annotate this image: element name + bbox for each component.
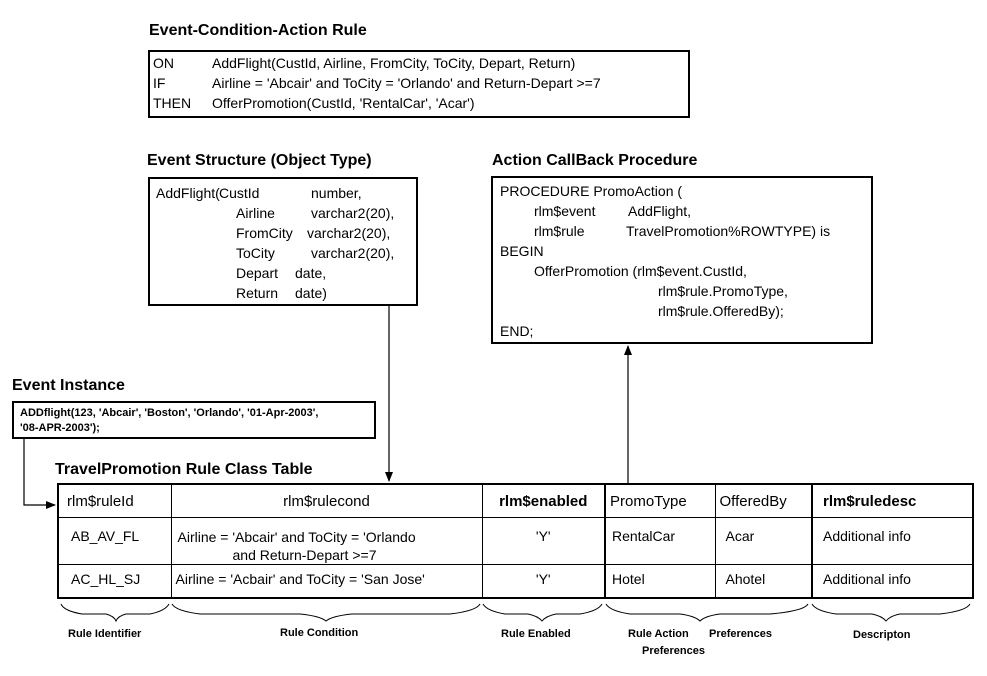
cell-offeredby: Acar [714, 517, 813, 565]
rule-class-table: rlm$ruleId rlm$rulecond rlm$enabled Prom… [57, 483, 974, 599]
label-rule-identifier: Rule Identifier [68, 628, 142, 640]
cell-rulecond-line2: and Return-Depart >=7 [232, 547, 377, 563]
eca-on-text: AddFlight(CustId, Airline, FromCity, ToC… [212, 55, 576, 71]
cell-promotype: RentalCar [604, 517, 716, 565]
action-procedure-box: PROCEDURE PromoAction ( rlm$event AddFli… [491, 176, 873, 344]
field-type: varchar2(20), [311, 245, 395, 261]
eca-heading: Event-Condition-Action Rule [149, 22, 367, 39]
action-heading: Action CallBack Procedure [492, 152, 698, 169]
event-structure-heading: Event Structure (Object Type) [147, 152, 372, 169]
field-type: varchar2(20), [307, 225, 391, 241]
proc-line: AddFlight, [628, 203, 692, 219]
brace-rule-enabled [482, 603, 603, 622]
brace-description [811, 603, 971, 622]
brace-rule-action [605, 603, 809, 622]
col-header-rulecond: rlm$rulecond [170, 483, 483, 518]
event-instance-line2: '08-APR-2003'); [20, 422, 100, 434]
cell-ruledesc: Additional info [811, 517, 974, 565]
proc-line: rlm$rule.PromoType, [658, 283, 788, 299]
col-header-ruleid: rlm$ruleId [57, 483, 172, 518]
field-name: Airline [236, 205, 275, 221]
cell-ruledesc: Additional info [811, 564, 974, 599]
eca-kw-then: THEN [153, 95, 192, 111]
cell-enabled: 'Y' [481, 517, 606, 565]
eca-kw-if: IF [153, 75, 166, 91]
eca-kw-on: ON [153, 55, 174, 71]
col-header-enabled: rlm$enabled [481, 483, 606, 518]
proc-line: TravelPromotion%ROWTYPE) is [626, 223, 831, 239]
cell-enabled: 'Y' [481, 564, 606, 599]
field-name: Depart [236, 265, 279, 281]
proc-line: BEGIN [500, 243, 544, 259]
label-preferences-b: Preferences [642, 645, 705, 657]
brace-rule-identifier [60, 603, 170, 623]
event-instance-box: ADDflight(123, 'Abcair', 'Boston', 'Orla… [12, 401, 376, 439]
field-name: ToCity [236, 245, 275, 261]
field-name: Return [236, 285, 279, 301]
table-heading: TravelPromotion Rule Class Table [55, 461, 313, 478]
field-type: number, [311, 185, 362, 201]
proc-line: rlm$rule [534, 223, 585, 239]
field-type: date, [295, 265, 327, 281]
event-instance-heading: Event Instance [12, 377, 125, 394]
proc-line: END; [500, 323, 534, 339]
eca-if-text: Airline = 'Abcair' and ToCity = 'Orlando… [212, 75, 601, 91]
label-preferences-a: Preferences [709, 628, 772, 640]
cell-rulecond: Airline = 'Abcair' and ToCity = 'Orlando… [170, 517, 483, 565]
table-row: AB_AV_FL Airline = 'Abcair' and ToCity =… [57, 517, 974, 565]
label-rule-enabled: Rule Enabled [501, 628, 571, 640]
field-name: FromCity [236, 225, 293, 241]
field-type: varchar2(20), [311, 205, 395, 221]
event-instance-line1: ADDflight(123, 'Abcair', 'Boston', 'Orla… [20, 407, 319, 419]
proc-line: rlm$event [534, 203, 596, 219]
label-rule-condition: Rule Condition [280, 627, 359, 639]
label-description: Descripton [853, 629, 911, 641]
event-structure-box: AddFlight( CustId number, Airline varcha… [148, 177, 418, 306]
cell-ruleid: AB_AV_FL [57, 517, 172, 565]
label-rule-action: Rule Action [628, 628, 689, 640]
proc-line: PROCEDURE PromoAction ( [500, 183, 683, 199]
event-structure-prefix: AddFlight( [156, 185, 220, 201]
arrow-instance-to-table [23, 439, 56, 509]
col-header-offeredby: OfferedBy [714, 483, 813, 518]
field-name: CustId [219, 185, 260, 201]
cell-offeredby: Ahotel [714, 564, 813, 599]
brace-rule-condition [171, 603, 481, 622]
proc-line: rlm$rule.OfferedBy); [658, 303, 784, 319]
table-header-row: rlm$ruleId rlm$rulecond rlm$enabled Prom… [57, 483, 974, 518]
cell-ruleid: AC_HL_SJ [57, 564, 172, 599]
eca-then-text: OfferPromotion(CustId, 'RentalCar', 'Aca… [212, 95, 475, 111]
table-row: AC_HL_SJ Airline = 'Acbair' and ToCity =… [57, 564, 974, 599]
field-type: date) [295, 285, 327, 301]
cell-rulecond: Airline = 'Acbair' and ToCity = 'San Jos… [170, 564, 483, 599]
eca-rule-box: ON AddFlight(CustId, Airline, FromCity, … [148, 50, 690, 118]
cell-rulecond-line1: Airline = 'Abcair' and ToCity = 'Orlando [177, 529, 416, 545]
proc-line: OfferPromotion (rlm$event.CustId, [534, 263, 747, 279]
